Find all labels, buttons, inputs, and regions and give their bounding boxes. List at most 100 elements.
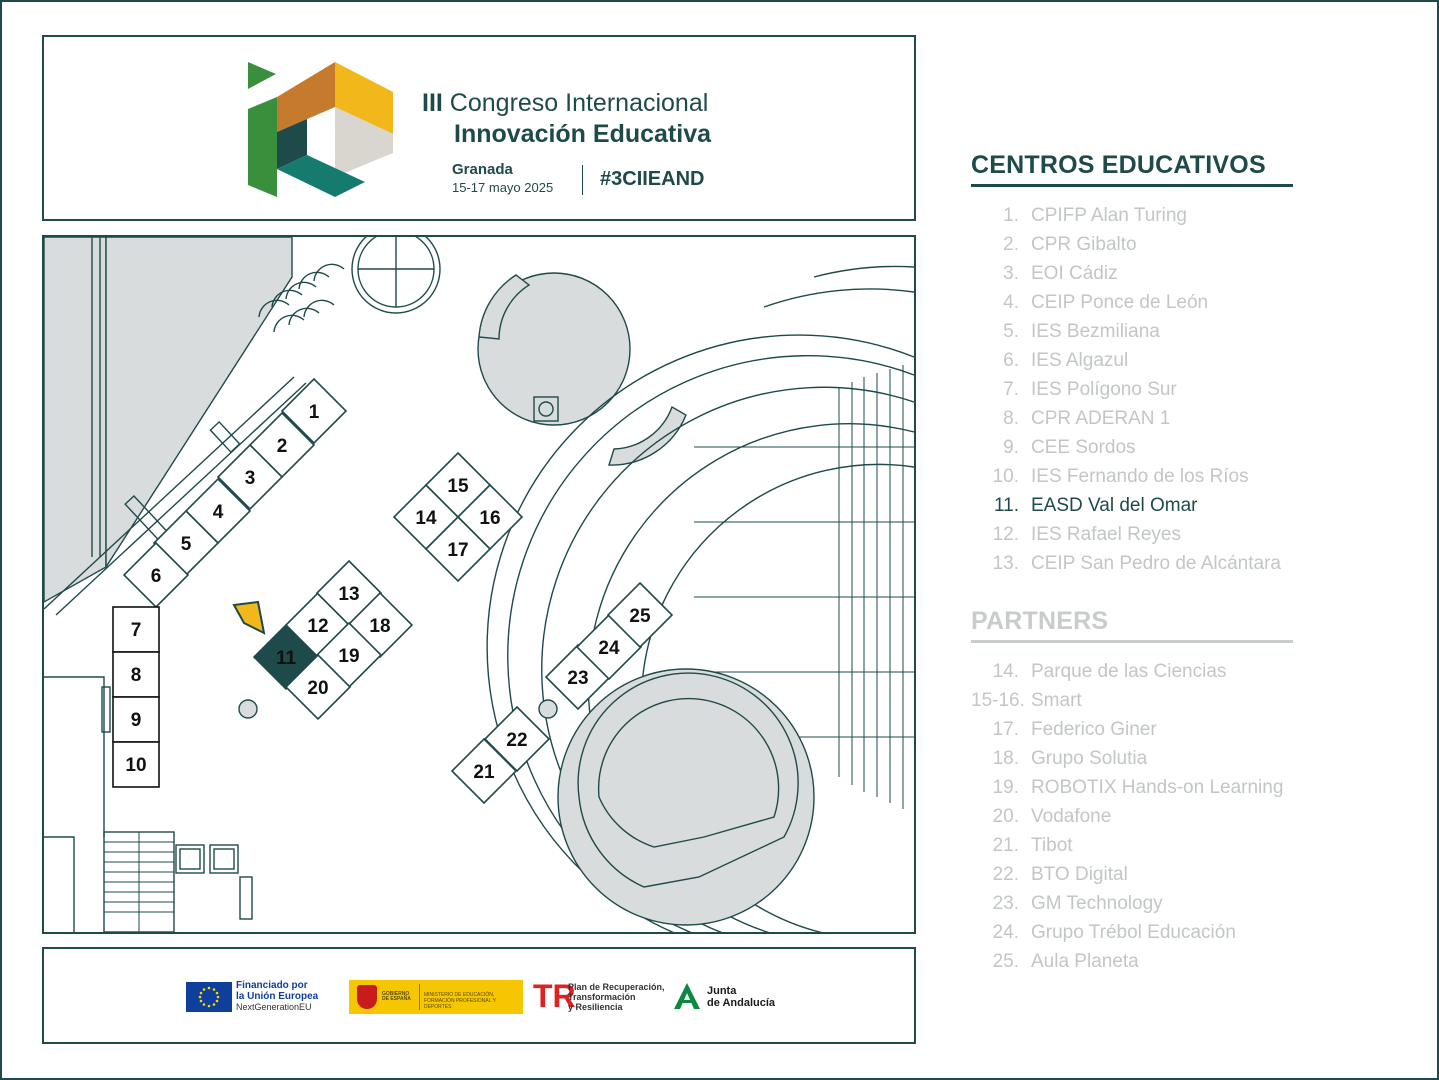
centros-item: 13. CEIP San Pedro de Alcántara xyxy=(971,553,1281,582)
stand-label: 24 xyxy=(598,638,620,659)
item-name: ROBOTIX Hands-on Learning xyxy=(1031,777,1284,798)
item-name: CEIP Ponce de León xyxy=(1031,292,1209,313)
stand-8[interactable] xyxy=(112,651,160,698)
stand-label: 7 xyxy=(131,620,142,641)
prtr-text: Plan de Recuperación, Transformación y R… xyxy=(568,982,665,1012)
item-number: 24. xyxy=(992,922,1019,943)
title-line-1: III Congreso Internacional xyxy=(422,89,709,117)
partners-title: PARTNERS xyxy=(971,607,1109,635)
item-name: EASD Val del Omar xyxy=(1031,495,1198,516)
stand-label: 5 xyxy=(181,534,192,555)
stand-7[interactable] xyxy=(112,606,160,653)
item-name: IES Bezmiliana xyxy=(1031,321,1160,342)
centros-item: 4.CEIP Ponce de León xyxy=(971,292,1281,321)
footer-panel: Financiado por la Unión Europea NextGene… xyxy=(42,947,916,1044)
item-name: CEIP San Pedro de Alcántara xyxy=(1031,553,1281,574)
item-number: 20. xyxy=(992,806,1019,827)
stand-label: 22 xyxy=(506,730,527,751)
spain-shield-icon xyxy=(357,985,377,1009)
centros-item: 9.CEE Sordos xyxy=(971,437,1281,466)
item-number: 2. xyxy=(1003,234,1019,255)
item-name: EOI Cádiz xyxy=(1031,263,1118,284)
centros-title: CENTROS EDUCATIVOS xyxy=(971,151,1266,179)
partners-item: 20.Vodafone xyxy=(971,806,1283,835)
centros-item: 5.IES Bezmiliana xyxy=(971,321,1281,350)
item-number: 12. xyxy=(992,524,1019,545)
gobierno-logo: GOBIERNO DE ESPAÑA MINISTERIO DE EDUCACI… xyxy=(349,980,523,1014)
stand-17[interactable] xyxy=(424,515,492,583)
event-hashtag: #3CIIEAND xyxy=(600,168,705,190)
item-name: Federico Giner xyxy=(1031,719,1157,740)
item-number: 6. xyxy=(1003,350,1019,371)
centros-item: 3. EOI Cádiz xyxy=(971,263,1281,292)
item-number: 8. xyxy=(1003,408,1019,429)
stand-10[interactable] xyxy=(112,741,160,788)
item-name: BTO Digital xyxy=(1031,864,1128,885)
stand-label: 13 xyxy=(338,584,359,605)
stand-label: 9 xyxy=(131,710,142,731)
stand-label: 4 xyxy=(213,502,224,523)
stand-20[interactable] xyxy=(284,653,352,721)
stand-22[interactable] xyxy=(483,705,551,773)
header-divider xyxy=(582,165,583,195)
partners-item: 17. Federico Giner xyxy=(971,719,1283,748)
item-name: Aula Planeta xyxy=(1031,951,1139,972)
partners-item: 18. Grupo Solutia xyxy=(971,748,1283,777)
partners-item: 24. Grupo Trébol Educación xyxy=(971,922,1283,951)
item-name: GM Technology xyxy=(1031,893,1163,914)
partners-item: 22. BTO Digital xyxy=(971,864,1283,893)
eu-funding-text: Financiado por la Unión Europea NextGene… xyxy=(236,980,319,1012)
stand-label: 14 xyxy=(415,508,437,529)
eu-flag-icon xyxy=(186,982,232,1012)
item-name: CPIFP Alan Turing xyxy=(1031,205,1187,226)
item-name: Smart xyxy=(1031,690,1082,711)
stand-3[interactable] xyxy=(216,443,284,511)
event-dates: 15-17 mayo 2025 xyxy=(452,180,554,195)
congress-logo xyxy=(248,62,393,197)
item-name: Grupo Solutia xyxy=(1031,748,1148,769)
item-name: Parque de las Ciencias xyxy=(1031,661,1227,682)
item-name: IES Fernando de los Ríos xyxy=(1031,466,1249,487)
centros-item: 1.CPIFP Alan Turing xyxy=(971,205,1281,234)
centros-item: 2.CPR Gibalto xyxy=(971,234,1281,263)
stand-label: 8 xyxy=(131,665,142,686)
centros-item: 7.IES Polígono Sur xyxy=(971,379,1281,408)
stand-label: 12 xyxy=(307,616,328,637)
item-number: 18. xyxy=(992,748,1019,769)
item-number: 9. xyxy=(1003,437,1019,458)
title-line-2: Innovación Educativa xyxy=(454,120,712,148)
item-number: 3. xyxy=(1003,263,1019,284)
stand-label: 3 xyxy=(245,468,256,489)
item-name: IES Rafael Reyes xyxy=(1031,524,1181,545)
item-number: 17. xyxy=(992,719,1019,740)
stand-label: 1 xyxy=(309,402,320,423)
centros-item: 6.IES Algazul xyxy=(971,350,1281,379)
floor-plan-svg: 1234567891011121314151617181920212223242… xyxy=(44,237,914,932)
stand-label: 18 xyxy=(369,616,390,637)
junta-andalucia-text: Junta de Andalucía xyxy=(707,985,776,1009)
partners-item: 19. ROBOTIX Hands-on Learning xyxy=(971,777,1284,806)
stand-1[interactable] xyxy=(280,377,348,445)
partners-divider xyxy=(971,640,1293,643)
item-number: 22. xyxy=(992,864,1019,885)
centros-divider xyxy=(971,184,1293,187)
item-name: Grupo Trébol Educación xyxy=(1031,922,1236,943)
stand-label: 6 xyxy=(151,566,162,587)
stand-9[interactable] xyxy=(112,696,160,743)
item-number: 19. xyxy=(992,777,1019,798)
partners-item: 21.Tibot xyxy=(971,835,1283,864)
stand-label: 19 xyxy=(338,646,359,667)
stand-label: 2 xyxy=(277,436,288,457)
centros-item: 12. IES Rafael Reyes xyxy=(971,524,1281,553)
item-name: Tibot xyxy=(1031,835,1073,856)
stand-25[interactable] xyxy=(606,581,674,649)
item-number: 11. xyxy=(993,495,1019,516)
location-marker xyxy=(232,600,266,635)
stand-label: 15 xyxy=(447,476,469,497)
centros-item: 10.IES Fernando de los Ríos xyxy=(971,466,1281,495)
partners-item: 23.GM Technology xyxy=(971,893,1283,922)
stand-label: 20 xyxy=(307,678,328,699)
item-number: 13. xyxy=(992,553,1019,574)
